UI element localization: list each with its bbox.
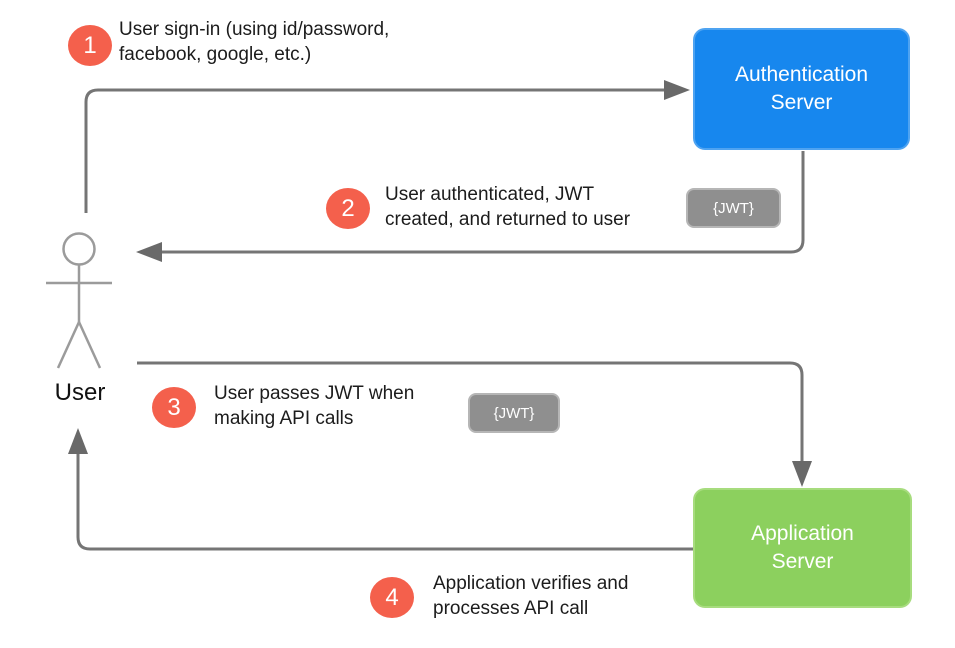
step-3-line2: making API calls: [214, 408, 354, 429]
application-server-label-line1: Application: [751, 522, 854, 545]
step-2-description: User authenticated, JWT created, and ret…: [385, 182, 630, 232]
jwt-token-badge-step2: {JWT}: [686, 188, 781, 228]
step-4-badge: 4: [370, 577, 414, 618]
arrow-step2-auth-to-user: [136, 151, 805, 262]
application-server-label-line2: Server: [771, 550, 834, 573]
step-3-badge: 3: [152, 387, 196, 428]
step-3-description: User passes JWT when making API calls: [214, 381, 414, 431]
step-3-line1: User passes JWT when: [214, 383, 415, 404]
step-4-description: Application verifies and processes API c…: [433, 571, 628, 621]
arrow-step4-app-to-user: [68, 428, 693, 551]
step-2-badge: 2: [326, 188, 370, 229]
arrow-step1-user-to-auth: [84, 80, 690, 213]
user-actor-label: User: [54, 379, 106, 406]
step-1-line1: User sign-in (using id/password,: [119, 19, 390, 40]
arrow-step3-user-to-app: [137, 361, 812, 487]
jwt-token-badge-step3: {JWT}: [468, 393, 560, 433]
step-1-description: User sign-in (using id/password, faceboo…: [119, 17, 389, 67]
authentication-server-label-line1: Authentication: [734, 63, 869, 86]
user-figure-icon: [46, 232, 112, 369]
step-1-badge: 1: [68, 25, 112, 66]
step-4-line1: Application verifies and: [433, 573, 629, 594]
step-4-line2: processes API call: [433, 598, 589, 619]
authentication-server-node: Authentication Server: [693, 28, 910, 150]
authentication-server-label-line2: Server: [770, 91, 833, 114]
step-2-line1: User authenticated, JWT: [385, 184, 595, 205]
application-server-node: Application Server: [693, 488, 912, 608]
step-1-line2: facebook, google, etc.): [119, 44, 312, 65]
step-2-line2: created, and returned to user: [385, 209, 631, 230]
